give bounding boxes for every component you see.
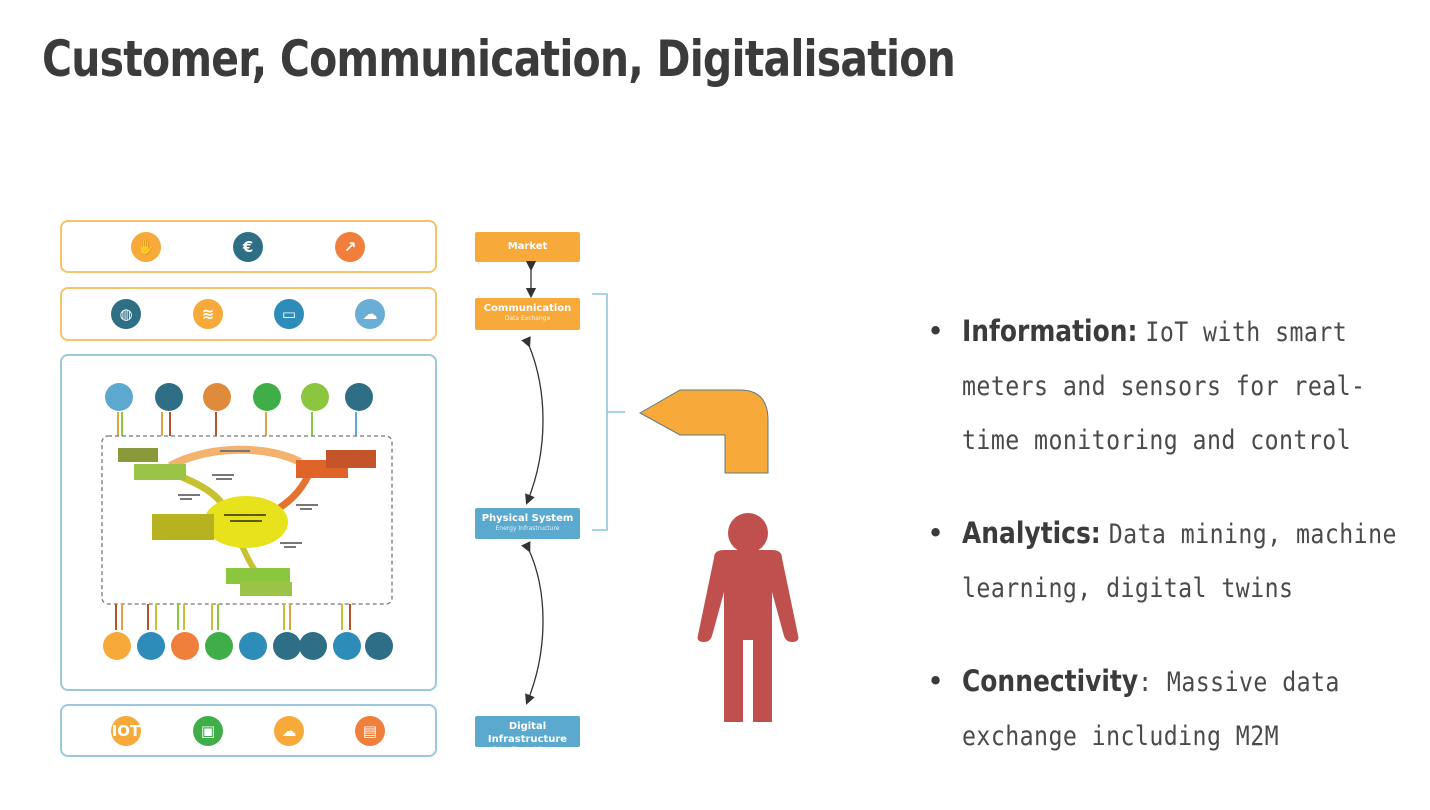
transport-network-box [226, 568, 290, 584]
heat-flow-arrow [168, 445, 302, 470]
bullet-information-line-1: IoT with smart [1145, 317, 1348, 348]
physical-system-tag-sublabel: Energy Infrastructure [495, 525, 560, 532]
bullet-dot: • [927, 664, 945, 698]
bullet-connectivity-line-1: : Massive data [1138, 667, 1340, 698]
building-icon [345, 383, 373, 411]
hydrogen-box [152, 514, 214, 540]
screen-icon: ▭ [274, 299, 304, 329]
digital-infrastructure-tag-label: Digital Infrastructure [487, 721, 568, 745]
home-icon [103, 632, 131, 660]
communication-tag-sublabel: Data Exchange [504, 315, 551, 322]
bus-icon [273, 632, 301, 660]
bullet-information-line-3: time monitoring and control [962, 425, 1352, 456]
industry-icon [171, 632, 199, 660]
train-icon [239, 632, 267, 660]
bullet-analytics-line-1: Data mining, machine [1108, 519, 1397, 550]
slide-title: Customer, Communication, Digitalisation [42, 30, 956, 88]
trend-up-icon: ↗ [335, 232, 365, 262]
gas-network-box [118, 448, 158, 462]
bullet-analytics: • Analytics: Data mining, machine learni… [925, 507, 1415, 615]
office-icon [137, 632, 165, 660]
bullet-analytics-term: Analytics: [962, 516, 1101, 550]
bullet-information-term: Information: [962, 314, 1138, 348]
handshake-icon: ✋ [131, 232, 161, 262]
plane-icon [365, 632, 393, 660]
communication-tag: Communication Data Exchange [475, 298, 580, 330]
solar-panel-icon [155, 383, 183, 411]
bullet-list: • Information: IoT with smart meters and… [925, 305, 1415, 803]
physical-system-tag: Physical System Energy Infrastructure [475, 508, 580, 539]
chip-icon: ▣ [193, 716, 223, 746]
document-icon: ▤ [355, 716, 385, 746]
plant-icon [301, 383, 329, 411]
bullet-connectivity: • Connectivity: Massive data exchange in… [925, 655, 1415, 763]
market-tag: Market [475, 232, 580, 262]
bullet-information: • Information: IoT with smart meters and… [925, 305, 1415, 467]
network-dashed-frame [101, 435, 393, 605]
physical-system-tag-label: Physical System [481, 513, 574, 524]
bullet-dot: • [927, 314, 945, 348]
physical-digital-arrow [521, 541, 544, 705]
euro-icon: € [233, 232, 263, 262]
ship-icon [333, 632, 361, 660]
communication-physical-arrow [521, 336, 544, 505]
digital-infrastructure-tag: Digital Infrastructure Cyber-Physical Sy… [475, 716, 580, 753]
agriculture-icon [205, 632, 233, 660]
heating-cooling-box [326, 450, 376, 468]
orange-chevron-arrow [638, 389, 769, 474]
bullet-dot: • [927, 516, 945, 550]
person-icon [697, 513, 799, 722]
generation-feed-lines [117, 412, 357, 436]
wind-turbine-icon [105, 383, 133, 411]
globe-icon: ◍ [111, 299, 141, 329]
communication-tag-label: Communication [483, 303, 572, 314]
bullet-connectivity-term: Connectivity [962, 664, 1139, 698]
fuel-storage-box [240, 582, 292, 596]
cloud-icon: ☁ [355, 299, 385, 329]
bullet-analytics-line-2: learning, digital twins [962, 573, 1294, 604]
wifi-icon: ≋ [193, 299, 223, 329]
factory-icon [203, 383, 231, 411]
car-icon [299, 632, 327, 660]
farm-icon [253, 383, 281, 411]
scope-bracket [592, 293, 625, 531]
iot-icon: IOT [111, 716, 141, 746]
consumer-feed-lines [115, 604, 351, 630]
gas-storage-box [134, 464, 186, 480]
digital-infrastructure-tag-sublabel: Cyber-Physical Systems [491, 746, 564, 753]
market-tag-label: Market [507, 241, 548, 252]
bullet-connectivity-line-2: exchange including M2M [962, 721, 1280, 752]
bullet-information-line-2: meters and sensors for real- [962, 371, 1366, 402]
energy-network-diagram [101, 412, 393, 630]
cloud-data-icon: ☁ [274, 716, 304, 746]
